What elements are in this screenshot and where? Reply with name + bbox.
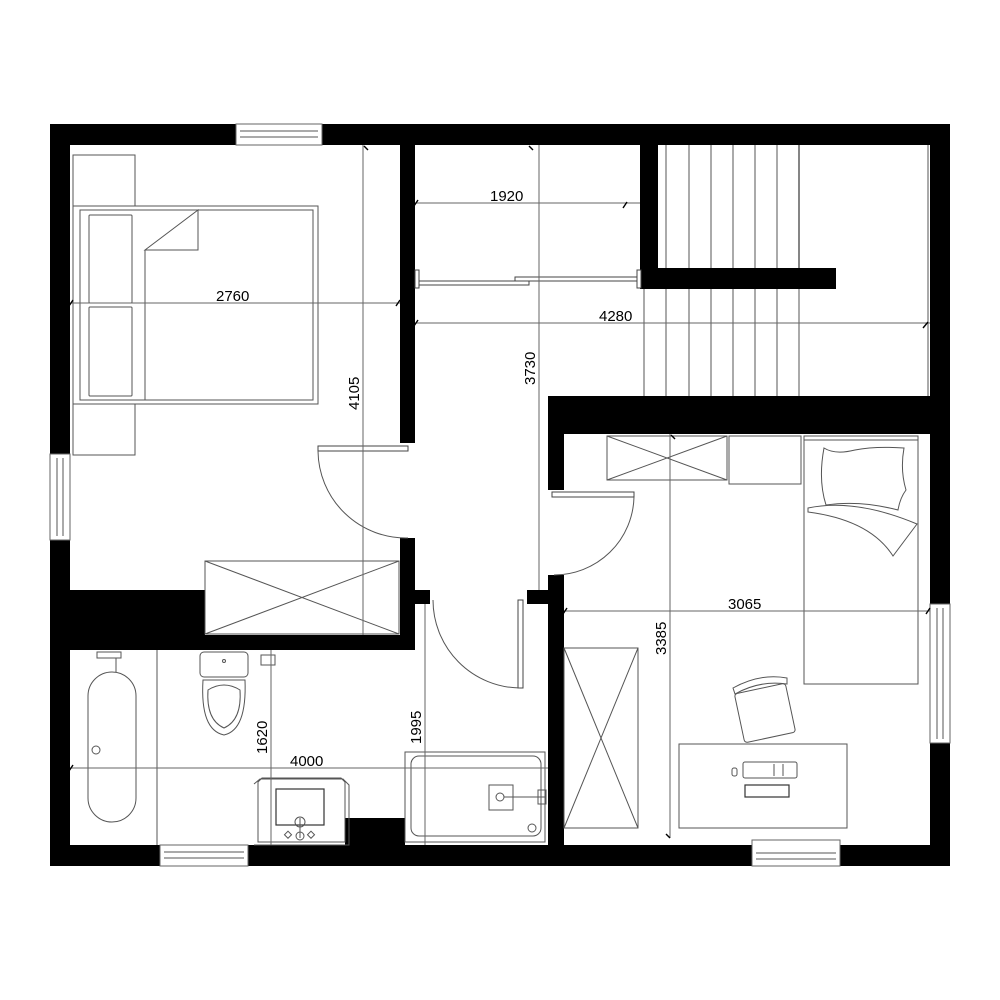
dim-bathroom-width: 4000	[290, 753, 323, 770]
dimension-lines	[68, 145, 931, 845]
cabinet	[728, 435, 802, 485]
window-bathroom-bottom	[159, 844, 249, 867]
wall-bedroom-hall-lower	[400, 538, 415, 648]
wall-right-lower	[930, 743, 950, 866]
dim-hall-depth: 3730	[522, 352, 539, 385]
window-bedroom-top	[235, 123, 323, 146]
windows	[49, 123, 951, 867]
dim-bedroom2-width: 3065	[728, 596, 761, 613]
dim-bathroom-depth: 1620	[254, 721, 271, 754]
shower-tray	[404, 751, 547, 843]
desk	[678, 743, 848, 829]
wall-bedroom-bath	[205, 635, 415, 650]
wall-bottom-2	[248, 845, 752, 866]
chair	[732, 676, 796, 743]
wall-left-upper	[50, 124, 70, 454]
monitor	[744, 784, 790, 798]
toilet	[199, 651, 249, 736]
bathroom-furniture	[87, 650, 547, 846]
wall-top-left	[50, 124, 236, 145]
dim-shower-depth: 1995	[408, 711, 425, 744]
wardrobe-top	[606, 435, 728, 481]
mouse	[731, 767, 738, 777]
master-bedroom-furniture	[72, 154, 400, 635]
nightstand-top	[72, 154, 136, 207]
walls	[50, 124, 950, 866]
dim-bedroom-width: 2760	[216, 288, 249, 305]
door-bathroom[interactable]	[432, 599, 524, 689]
wall-bedroom2-left-lower	[548, 575, 564, 850]
wardrobe-bedroom	[204, 560, 400, 635]
staircase	[643, 145, 929, 396]
wall-stair-mid	[640, 268, 836, 289]
wall-right-upper	[930, 124, 950, 604]
single-bed	[803, 435, 919, 685]
wardrobe-left	[563, 647, 639, 829]
wall-bedroom-hall-upper	[400, 145, 415, 443]
wall-bedroom-bath-thick	[70, 590, 205, 650]
wall-door-stub-right	[527, 590, 549, 604]
window-bedroom2-right	[929, 603, 951, 744]
wall-bottom-1	[50, 845, 160, 866]
wall-bedroom2-left-upper	[548, 396, 564, 490]
dim-hall-width: 1920	[490, 188, 523, 205]
wall-left-lower	[50, 540, 70, 866]
dim-bedroom-depth: 4105	[346, 377, 363, 410]
wall-door-stub-left	[415, 590, 430, 604]
wall-top-right	[322, 124, 950, 145]
nightstand-bottom	[72, 403, 136, 456]
window-bedroom-left	[49, 453, 71, 541]
keyboard	[742, 761, 798, 779]
bedroom2-furniture	[563, 435, 919, 829]
sink	[253, 777, 350, 846]
wall-bath-step	[345, 818, 405, 848]
toilet-roll-holder	[260, 654, 276, 666]
sliding-door-hall[interactable]	[414, 269, 642, 289]
wall-bottom-3	[840, 845, 950, 866]
bathtub	[87, 651, 137, 823]
dim-landing-width: 4280	[599, 308, 632, 325]
dimension-labels: 2760 4105 1920 4280 3730 3065 3385 4000 …	[216, 188, 761, 770]
dim-bedroom2-depth: 3385	[653, 622, 670, 655]
wall-stair-left	[640, 145, 658, 288]
window-bedroom2-bottom	[751, 839, 841, 867]
wall-stair-bottom	[548, 396, 950, 434]
door-bedroom2[interactable]	[551, 491, 635, 576]
double-bed	[72, 205, 319, 405]
computer	[731, 761, 798, 798]
doors	[317, 269, 642, 689]
